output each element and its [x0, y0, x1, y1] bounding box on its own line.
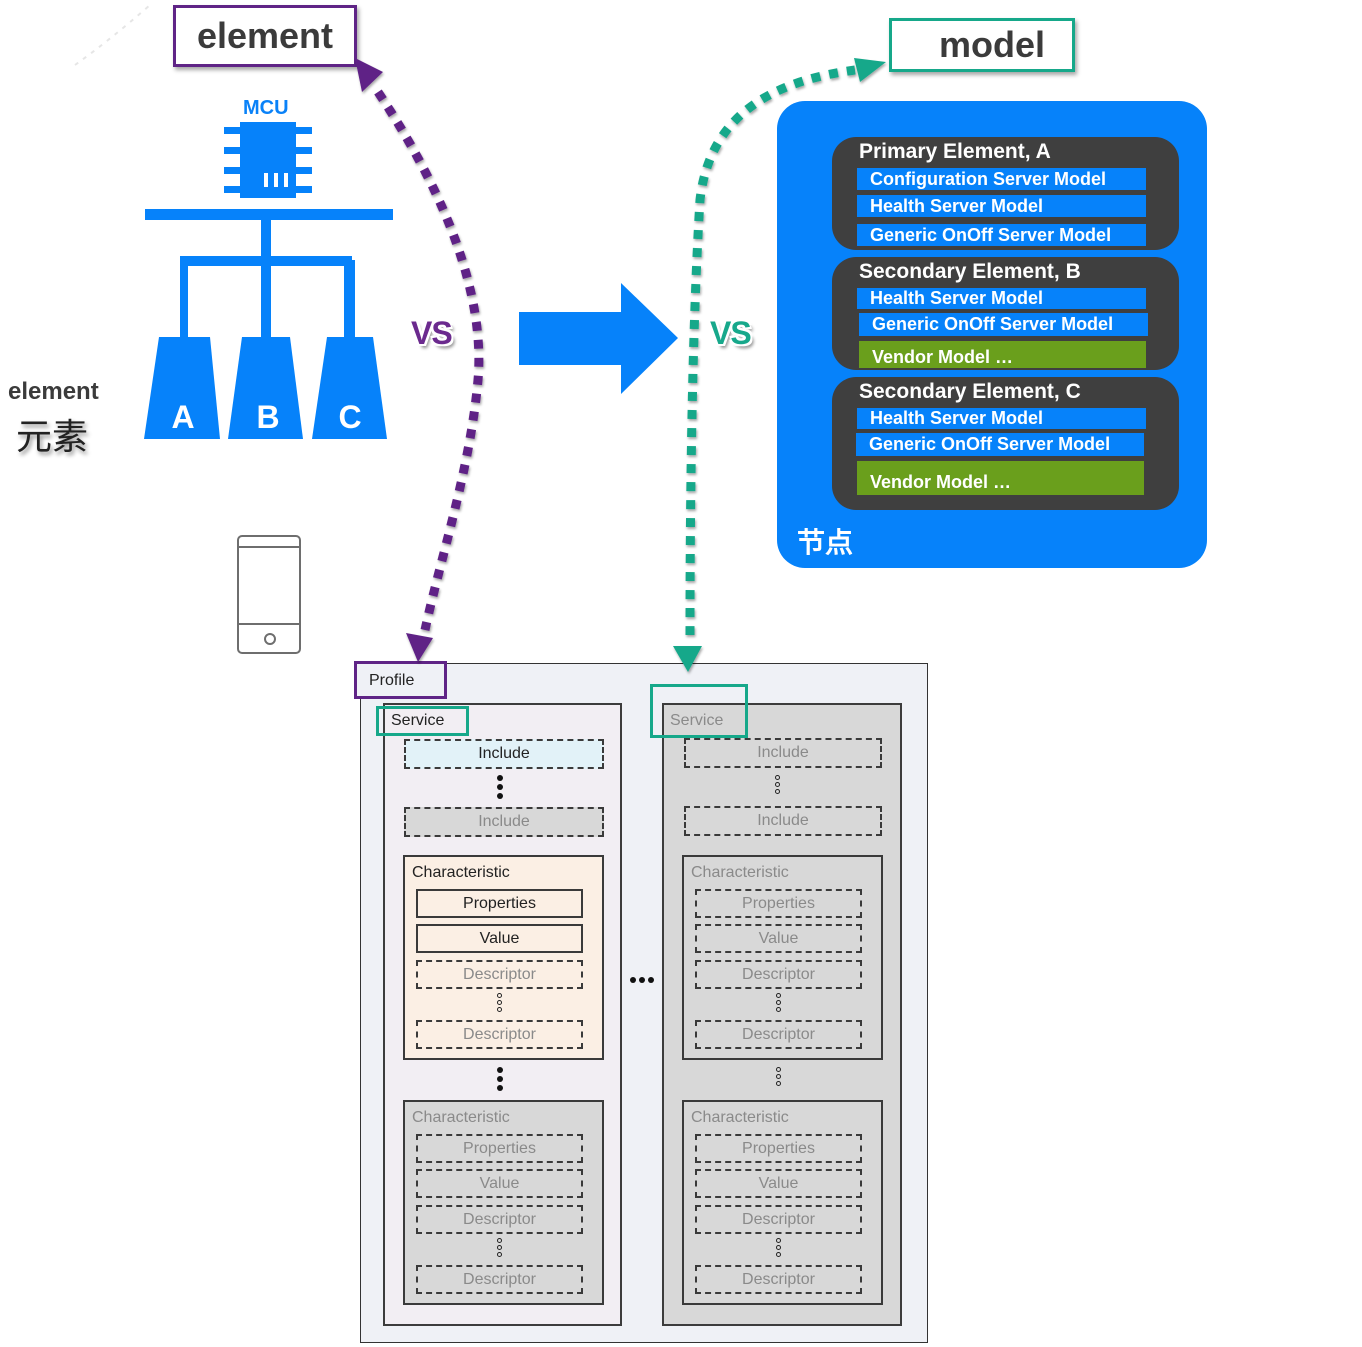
vertical-ellipsis — [497, 775, 503, 802]
element-title: element — [196, 15, 334, 56]
descriptor-box: Descriptor — [416, 1265, 583, 1294]
value-box: Value — [416, 1169, 583, 1198]
characteristic-label: Characteristic — [691, 1109, 789, 1126]
properties-box: Properties — [416, 1134, 583, 1163]
model-bar: Configuration Server Model — [857, 168, 1146, 190]
arrowhead-up-icon — [355, 58, 383, 92]
properties-box: Properties — [416, 889, 583, 918]
vertical-ellipsis — [776, 993, 782, 1014]
arrowhead-right-icon — [854, 58, 886, 82]
element-block-c — [312, 337, 387, 439]
value-box: Value — [695, 1169, 862, 1198]
vertical-ellipsis — [775, 775, 781, 796]
descriptor-box: Descriptor — [695, 1265, 862, 1294]
profile-highlight — [354, 661, 447, 699]
properties-box: Properties — [695, 889, 862, 918]
model-title: model — [938, 24, 1045, 65]
element-label-a: A — [171, 399, 195, 435]
element-profile-connector — [374, 89, 484, 631]
horizontal-ellipsis — [630, 977, 654, 983]
element-title-box: element — [173, 5, 357, 67]
model-bar: Health Server Model — [857, 195, 1146, 217]
characteristic-label: Characteristic — [691, 864, 789, 881]
service-label: Service — [670, 712, 724, 729]
vertical-ellipsis — [776, 1238, 782, 1259]
service-highlight — [650, 684, 748, 738]
element-group-c: Secondary Element, C Health Server Model… — [832, 377, 1179, 510]
element-label-c: C — [338, 399, 362, 435]
element-group-title: Primary Element, A — [859, 140, 1051, 163]
element-group-title: Secondary Element, B — [859, 260, 1081, 283]
node-label-cn: 节点 — [797, 526, 854, 559]
branch-c — [344, 260, 355, 340]
descriptor-box: Descriptor — [695, 1205, 862, 1234]
vertical-ellipsis — [776, 1067, 782, 1088]
bus-line — [145, 209, 393, 220]
element-side-label: element — [8, 378, 99, 405]
vs-label-left: VS — [411, 315, 453, 351]
value-box: Value — [695, 924, 862, 953]
value-box: Value — [416, 924, 583, 953]
branch-a — [180, 260, 188, 340]
branch-line — [180, 256, 352, 266]
vendor-model-bar: Vendor Model … — [857, 461, 1144, 495]
element-group-a: Primary Element, A Configuration Server … — [832, 137, 1179, 250]
element-group-b: Secondary Element, B Health Server Model… — [832, 257, 1179, 370]
element-group-title: Secondary Element, C — [859, 380, 1081, 403]
include-box: Include — [404, 739, 604, 769]
profile-label: Profile — [369, 672, 415, 689]
include-box: Include — [404, 807, 604, 837]
descriptor-box: Descriptor — [416, 1020, 583, 1049]
arrowhead-down-icon — [673, 646, 702, 672]
model-title-box: model — [889, 18, 1075, 72]
vertical-ellipsis — [497, 1067, 503, 1094]
vendor-model-bar: Vendor Model … — [859, 341, 1146, 368]
bus-stem — [261, 218, 271, 338]
model-bar: Health Server Model — [857, 408, 1146, 429]
node-panel: Primary Element, A Configuration Server … — [777, 101, 1207, 568]
mcu-label: MCU — [243, 97, 289, 119]
vertical-ellipsis — [497, 993, 503, 1014]
descriptor-box: Descriptor — [695, 960, 862, 989]
element-label-b: B — [256, 399, 280, 435]
service-highlight — [376, 706, 469, 736]
element-block-a — [144, 337, 220, 439]
model-bar: Generic OnOff Server Model — [857, 224, 1146, 246]
service-label: Service — [391, 712, 445, 729]
element-blocks — [144, 337, 387, 439]
descriptor-box: Descriptor — [695, 1020, 862, 1049]
characteristic-label: Characteristic — [412, 1109, 510, 1126]
element-block-b — [228, 337, 303, 439]
properties-box: Properties — [695, 1134, 862, 1163]
model-bar: Health Server Model — [857, 288, 1146, 309]
include-box: Include — [684, 738, 882, 768]
element-side-label-cn: 元素 — [16, 417, 89, 458]
characteristic-label: Characteristic — [412, 864, 510, 881]
mcu-chip-icon — [224, 122, 312, 198]
model-bar: Generic OnOff Server Model — [859, 313, 1148, 336]
vs-label-right: VS — [710, 315, 752, 351]
descriptor-box: Descriptor — [416, 960, 583, 989]
phone-icon — [237, 535, 301, 654]
model-service-connector — [685, 65, 856, 636]
arrowhead-down-icon — [406, 633, 433, 662]
vertical-ellipsis — [497, 1238, 503, 1259]
include-box: Include — [684, 806, 882, 836]
descriptor-box: Descriptor — [416, 1205, 583, 1234]
transition-arrow-icon — [519, 283, 678, 394]
model-bar: Generic OnOff Server Model — [856, 433, 1144, 456]
